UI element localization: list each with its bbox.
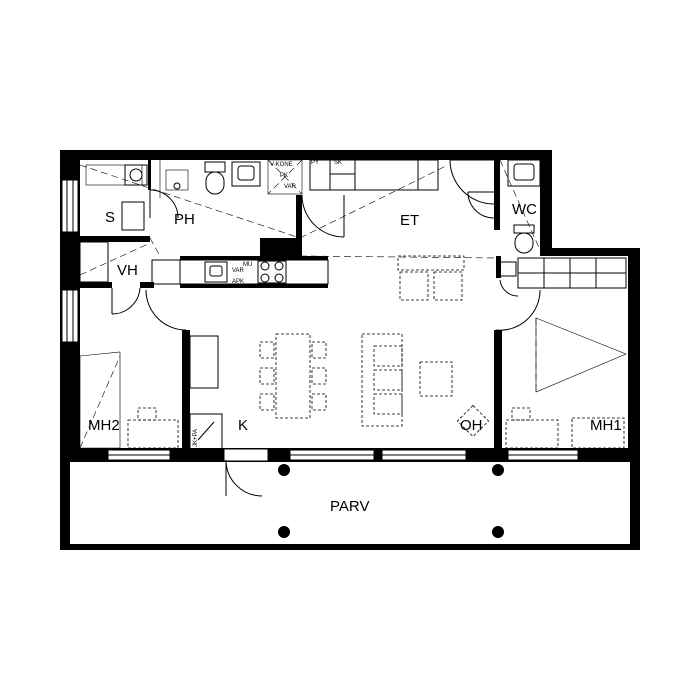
- bathroom-fixtures: [85, 159, 303, 231]
- furniture: [79, 255, 627, 449]
- room-label-mh2: MH2: [88, 417, 120, 434]
- label-apk: APK: [232, 279, 244, 285]
- label-sk: SK: [334, 160, 342, 166]
- mh1-wardrobes: [499, 257, 627, 289]
- bottom-windows: [107, 448, 579, 462]
- room-label-vh: VH: [117, 262, 138, 279]
- column: [492, 526, 504, 538]
- label-pk: PK: [280, 173, 288, 179]
- guide-lines: [79, 164, 497, 276]
- room-labels: S PH ET WC VH MH2 K OH MH1 PARV: [88, 201, 622, 515]
- room-label-k: K: [238, 417, 248, 434]
- room-label-wc: WC: [512, 201, 537, 218]
- label-jk-pa: JK+PA: [193, 429, 199, 447]
- label-var-lower: VAR: [232, 268, 245, 274]
- kitchen-counter: [151, 259, 329, 451]
- room-label-mh1: MH1: [590, 417, 622, 434]
- outer-walls: [60, 150, 640, 550]
- label-mu: MU: [243, 262, 252, 268]
- interior-walls: [60, 160, 502, 450]
- room-label-parv: PARV: [330, 498, 369, 515]
- wc-fixtures: [499, 159, 541, 254]
- column: [492, 464, 504, 476]
- room-label-et: ET: [400, 212, 419, 229]
- column: [278, 526, 290, 538]
- column: [278, 464, 290, 476]
- label-py: PY: [311, 160, 319, 166]
- balcony-columns: [278, 464, 504, 538]
- vh-closet: [79, 241, 109, 283]
- room-label-s: S: [105, 209, 115, 226]
- entrance-wardrobes: [309, 159, 439, 191]
- room-label-oh: OH: [460, 417, 483, 434]
- fixture-labels: PY SK V-KONE PK VAR MU VAR APK JK+PA: [193, 160, 342, 447]
- label-v-kone: V-KONE: [270, 162, 293, 168]
- label-var-upper: VAR: [284, 184, 297, 190]
- room-label-ph: PH: [174, 211, 195, 228]
- door-swings: [111, 159, 541, 497]
- left-windows: [61, 179, 79, 343]
